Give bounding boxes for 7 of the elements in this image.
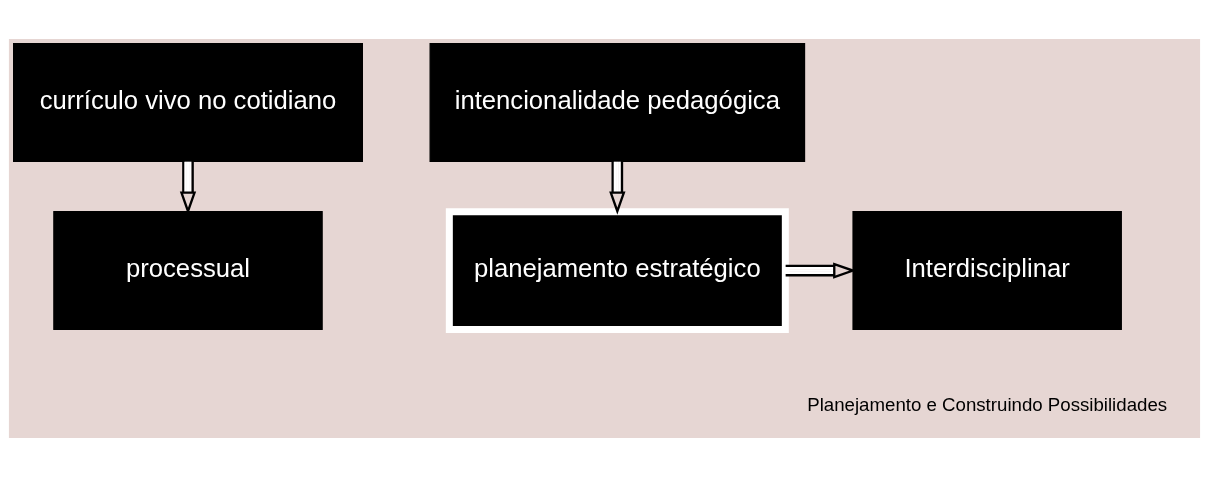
node-box: intencionalidade pedagógica bbox=[429, 43, 806, 163]
node-box: processual bbox=[53, 211, 323, 331]
node-box: currículo vivo no cotidiano bbox=[13, 43, 363, 163]
arrow bbox=[609, 161, 626, 215]
node-box: Interdisciplinar bbox=[852, 211, 1122, 331]
node-label: Planejamento e Construindo Possibilidades bbox=[807, 393, 1168, 415]
node-box: planejamento estratégico bbox=[445, 208, 789, 333]
